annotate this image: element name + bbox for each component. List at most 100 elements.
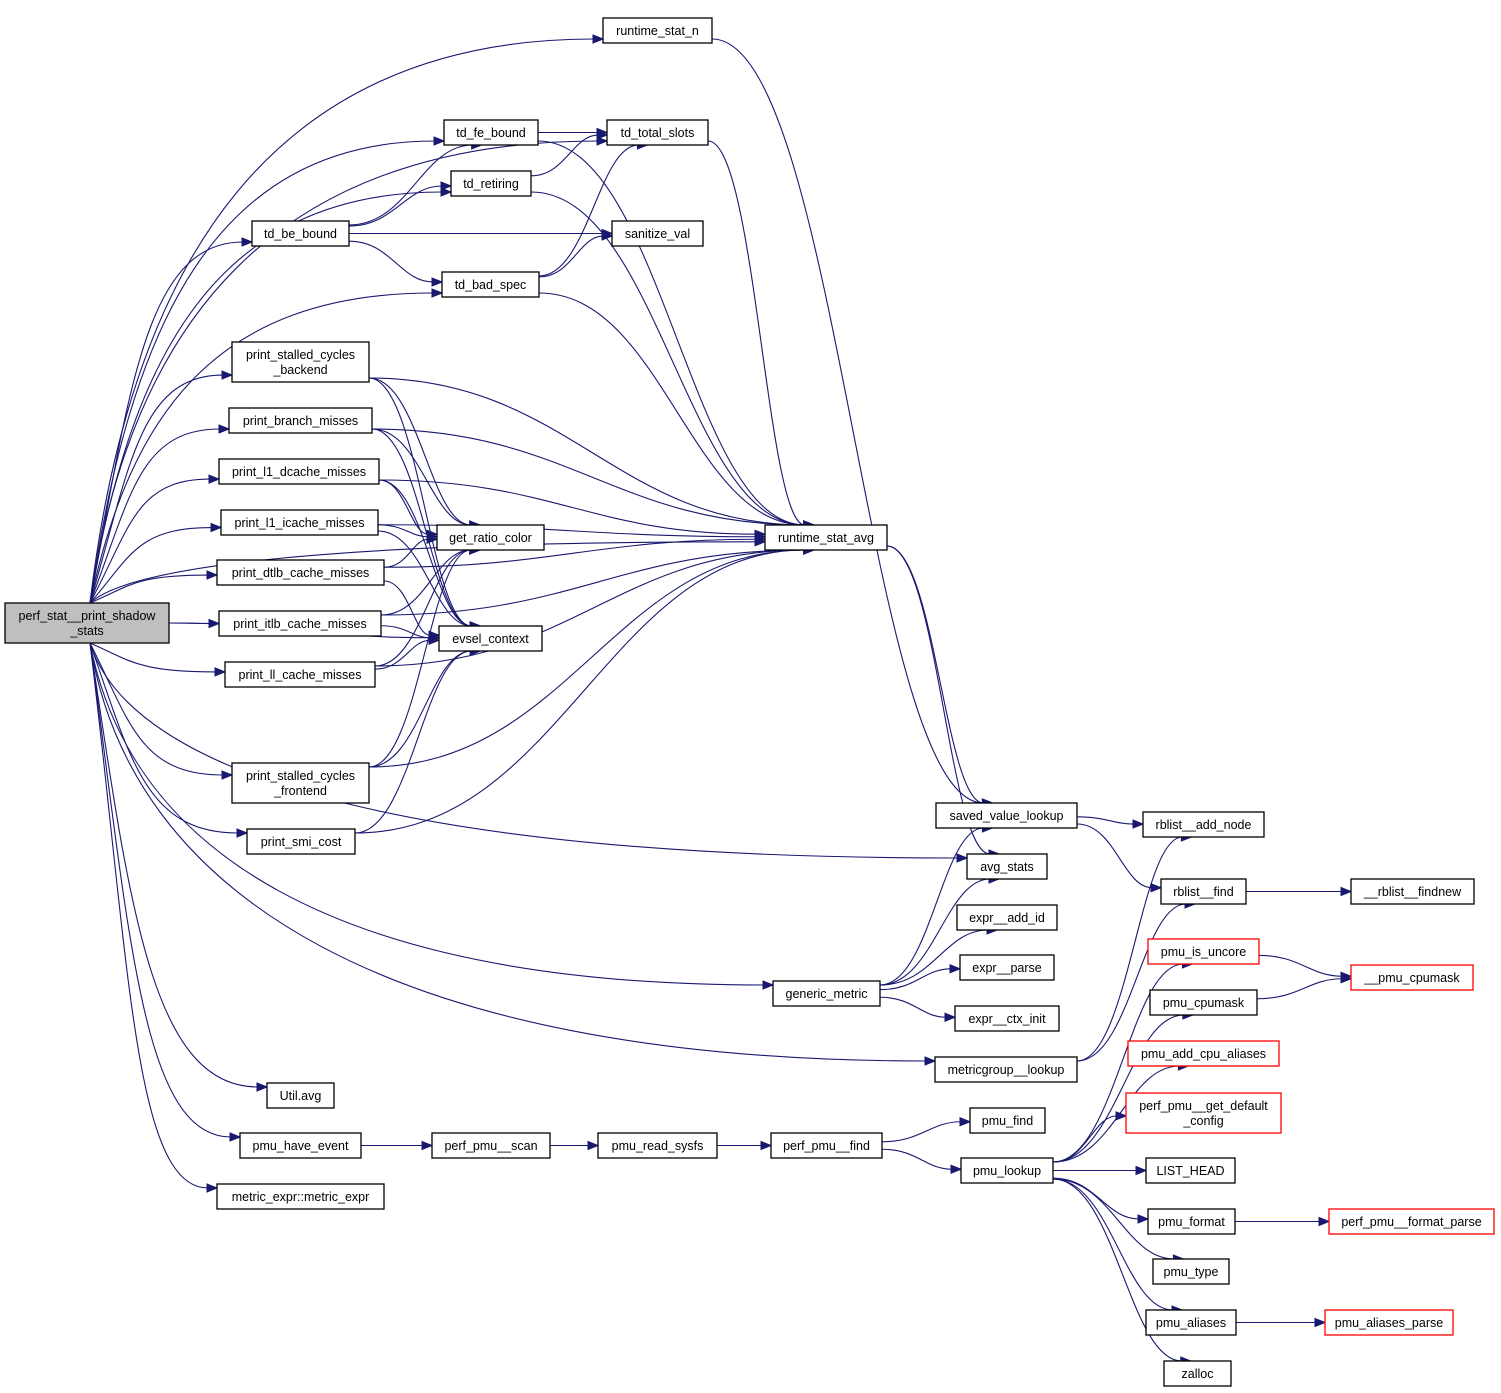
node-pmu-type[interactable]: pmu_type <box>1152 1258 1230 1285</box>
arrowhead-icon <box>924 1056 937 1066</box>
node-box <box>1145 1157 1236 1184</box>
node-pmu-cpumask[interactable]: pmu_cpumask <box>1149 989 1258 1016</box>
edge-root-to-pmu-have-event <box>89 642 232 1138</box>
edge-print-l1-dcache-misses-to-runtime-stat-avg <box>378 479 757 535</box>
arrowhead-icon <box>229 1132 242 1142</box>
node-label: Util.avg <box>280 1089 322 1103</box>
arrowhead-icon <box>949 964 962 974</box>
node-pmu-read-sysfs[interactable]: pmu_read_sysfs <box>597 1132 718 1159</box>
edge-generic-metric-to-avg-stats <box>879 878 991 986</box>
node-generic-metric[interactable]: generic_metric <box>772 980 881 1007</box>
node-list-head[interactable]: LIST_HEAD <box>1145 1157 1236 1184</box>
edge-print-dtlb-cache-misses-to-get-ratio-color <box>383 538 429 568</box>
node-evsel-context[interactable]: evsel_context <box>438 625 543 652</box>
node-label: runtime_stat_avg <box>778 531 874 545</box>
node-sanitize-val[interactable]: sanitize_val <box>611 220 704 247</box>
node-expr-add-id[interactable]: expr__add_id <box>956 904 1058 931</box>
node-metricgroup-lookup[interactable]: metricgroup__lookup <box>934 1056 1078 1083</box>
node-print-ll-cache-misses[interactable]: print_ll_cache_misses <box>224 661 376 688</box>
arrowhead-icon <box>421 1140 434 1151</box>
node-pmu-find[interactable]: pmu_find <box>969 1107 1046 1134</box>
node-td-total-slots[interactable]: td_total_slots <box>606 119 709 146</box>
node-perf-pmu-format-parse[interactable]: perf_pmu__format_parse <box>1328 1208 1495 1235</box>
arrowhead-icon <box>431 277 444 287</box>
node-td-retiring[interactable]: td_retiring <box>450 170 532 197</box>
node-box <box>602 17 713 44</box>
node-print-l1-dcache-misses[interactable]: print_l1_dcache_misses <box>218 458 380 485</box>
edge-root-to-print-l1-icache-misses <box>89 526 213 604</box>
node-print-itlb-cache-misses[interactable]: print_itlb_cache_misses <box>218 610 382 637</box>
node-label: pmu_format <box>1158 1215 1225 1229</box>
node-pmu-is-uncore[interactable]: pmu_is_uncore <box>1147 938 1260 965</box>
edge-root-to-print-smi-cost <box>89 642 239 834</box>
node-label: rblist__add_node <box>1156 818 1252 832</box>
node-avg-stats[interactable]: avg_stats <box>966 853 1048 880</box>
node-box <box>1147 938 1260 965</box>
node-label: print_dtlb_cache_misses <box>232 566 370 580</box>
arrowhead-icon <box>440 187 453 197</box>
node-util-avg[interactable]: Util.avg <box>266 1082 335 1109</box>
edge-runtime-stat-avg-to-saved-value-lookup <box>886 545 984 804</box>
node-td-be-bound[interactable]: td_be_bound <box>251 220 350 247</box>
node-box <box>1328 1208 1495 1235</box>
node-box <box>443 119 539 146</box>
node-saved-value-lookup[interactable]: saved_value_lookup <box>935 802 1078 829</box>
arrowhead-icon <box>236 828 249 838</box>
node-pmu-format[interactable]: pmu_format <box>1147 1208 1236 1235</box>
node-rblist-findnew[interactable]: __rblist__findnew <box>1350 878 1475 905</box>
node-perf-pmu-scan[interactable]: perf_pmu__scan <box>431 1132 551 1159</box>
node-label: td_total_slots <box>621 126 695 140</box>
node-pmu-aliases[interactable]: pmu_aliases <box>1145 1309 1237 1336</box>
node-label: _stats <box>69 624 103 638</box>
node-pmu-aliases-parse[interactable]: pmu_aliases_parse <box>1324 1309 1454 1336</box>
arrowhead-icon <box>1340 886 1353 897</box>
edge-root-to-util-avg <box>89 642 259 1088</box>
node-pmu-add-cpu-aliases[interactable]: pmu_add_cpu_aliases <box>1127 1040 1280 1067</box>
node-metric-expr-metric-expr[interactable]: metric_expr::metric_expr <box>216 1183 385 1210</box>
nodes-layer: perf_stat__print_shadow_statsruntime_sta… <box>4 17 1495 1387</box>
edge-root-to-td-retiring <box>89 191 443 604</box>
node-box <box>764 524 888 551</box>
node-pmu-cpumask[interactable]: __pmu_cpumask <box>1350 964 1474 991</box>
node-box <box>772 980 881 1007</box>
node-print-l1-icache-misses[interactable]: print_l1_icache_misses <box>220 509 379 536</box>
node-td-bad-spec[interactable]: td_bad_spec <box>441 271 540 298</box>
node-print-smi-cost[interactable]: print_smi_cost <box>246 828 356 855</box>
node-label: td_retiring <box>463 177 519 191</box>
node-label: perf_pmu__scan <box>444 1139 537 1153</box>
node-rblist-add-node[interactable]: rblist__add_node <box>1142 811 1265 838</box>
edge-metricgroup-lookup-to-rblist-find <box>1076 903 1187 1062</box>
node-zalloc[interactable]: zalloc <box>1163 1360 1232 1387</box>
node-pmu-have-event[interactable]: pmu_have_event <box>239 1132 362 1159</box>
node-label: _config <box>1182 1114 1223 1128</box>
node-expr-ctx-init[interactable]: expr__ctx_init <box>954 1005 1060 1032</box>
node-print-stalled-cycles-backend[interactable]: print_stalled_cycles_backend <box>231 341 370 383</box>
edge-print-smi-cost-to-runtime-stat-avg <box>354 549 805 834</box>
node-td-fe-bound[interactable]: td_fe_bound <box>443 119 539 146</box>
node-expr-parse[interactable]: expr__parse <box>959 954 1055 981</box>
node-label: expr__add_id <box>969 911 1045 925</box>
node-print-branch-misses[interactable]: print_branch_misses <box>228 407 373 434</box>
edge-root-to-runtime-stat-avg <box>89 541 757 604</box>
node-label: pmu_add_cpu_aliases <box>1141 1047 1266 1061</box>
node-pmu-lookup[interactable]: pmu_lookup <box>960 1157 1054 1184</box>
node-box <box>1125 1092 1282 1134</box>
node-print-dtlb-cache-misses[interactable]: print_dtlb_cache_misses <box>216 559 385 586</box>
node-perf-pmu-get-default-config[interactable]: perf_pmu__get_default_config <box>1125 1092 1282 1134</box>
arrowhead-icon <box>596 136 609 146</box>
edge-saved-value-lookup-to-rblist-find <box>1076 823 1153 889</box>
edge-td-bad-spec-to-sanitize-val <box>538 235 604 278</box>
arrowhead-icon <box>956 853 969 863</box>
node-label: _frontend <box>273 784 327 798</box>
node-runtime-stat-n[interactable]: runtime_stat_n <box>602 17 713 44</box>
edge-print-itlb-cache-misses-to-runtime-stat-avg <box>380 549 805 616</box>
edge-generic-metric-to-expr-add-id <box>879 929 989 986</box>
node-perf-pmu-find[interactable]: perf_pmu__find <box>770 1132 883 1159</box>
node-box <box>1147 1208 1236 1235</box>
node-print-stalled-cycles-frontend[interactable]: print_stalled_cycles_frontend <box>231 762 370 804</box>
node-rblist-find[interactable]: rblist__find <box>1160 878 1247 905</box>
node-get-ratio-color[interactable]: get_ratio_color <box>436 524 545 551</box>
node-runtime-stat-avg[interactable]: runtime_stat_avg <box>764 524 888 551</box>
node-label: avg_stats <box>980 860 1034 874</box>
node-label: metricgroup__lookup <box>948 1063 1065 1077</box>
